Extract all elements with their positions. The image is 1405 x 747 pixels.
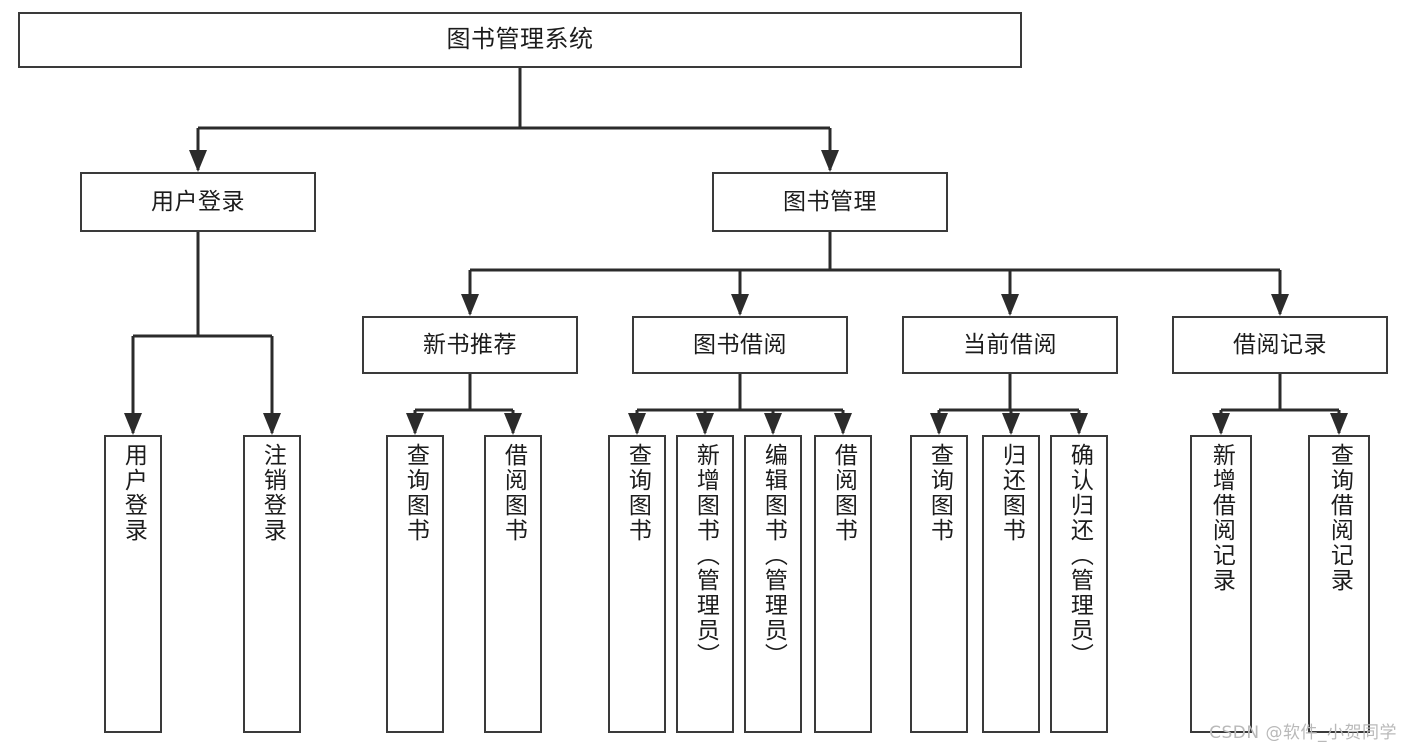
arrowhead-l-bb1	[504, 413, 522, 435]
node-label: 用户登录	[120, 443, 147, 543]
node-l-addrec[interactable]: 新增借阅记录	[1190, 435, 1252, 733]
node-l-addbook[interactable]: 新增图书（管理员）	[676, 435, 734, 733]
node-l-confirm[interactable]: 确认归还（管理员）	[1050, 435, 1108, 733]
node-label: 图书管理	[783, 188, 877, 215]
arrowhead-records	[1271, 294, 1289, 316]
node-l-qb3[interactable]: 查询图书	[910, 435, 968, 733]
arrowhead-current	[1001, 294, 1019, 316]
node-label: 新增借阅记录	[1208, 443, 1235, 593]
node-label: 当前借阅	[963, 331, 1057, 358]
arrowhead-l-qb1	[406, 413, 424, 435]
arrowhead-l-addbook	[696, 413, 714, 435]
node-label: 新书推荐	[423, 331, 517, 358]
node-bookmgmt[interactable]: 图书管理	[712, 172, 948, 232]
node-label: 用户登录	[151, 188, 245, 215]
node-l-editbook[interactable]: 编辑图书（管理员）	[744, 435, 802, 733]
node-label: 借阅图书	[500, 443, 527, 543]
arrowhead-l-return	[1002, 413, 1020, 435]
node-label: 借阅记录	[1233, 331, 1327, 358]
arrowhead-l-logout	[263, 413, 281, 435]
arrowhead-l-qrec	[1330, 413, 1348, 435]
node-l-bb1[interactable]: 借阅图书	[484, 435, 542, 733]
node-l-login[interactable]: 用户登录	[104, 435, 162, 733]
arrowhead-borrow	[731, 294, 749, 316]
arrowhead-l-qb2	[628, 413, 646, 435]
node-label: 新增图书（管理员）	[692, 443, 719, 668]
arrowhead-l-login	[124, 413, 142, 435]
arrowhead-l-qb3	[930, 413, 948, 435]
node-borrow[interactable]: 图书借阅	[632, 316, 848, 374]
node-label: 图书管理系统	[446, 25, 594, 54]
node-l-return[interactable]: 归还图书	[982, 435, 1040, 733]
node-label: 编辑图书（管理员）	[760, 443, 787, 668]
node-l-qb2[interactable]: 查询图书	[608, 435, 666, 733]
node-l-qb1[interactable]: 查询图书	[386, 435, 444, 733]
node-records[interactable]: 借阅记录	[1172, 316, 1388, 374]
node-label: 查询借阅记录	[1326, 443, 1353, 593]
node-label: 查询图书	[926, 443, 953, 543]
node-login[interactable]: 用户登录	[80, 172, 316, 232]
node-l-logout[interactable]: 注销登录	[243, 435, 301, 733]
node-l-bb2[interactable]: 借阅图书	[814, 435, 872, 733]
arrowhead-login	[189, 150, 207, 172]
node-label: 图书借阅	[693, 331, 787, 358]
arrowhead-l-editbook	[764, 413, 782, 435]
node-label: 查询图书	[624, 443, 651, 543]
node-label: 借阅图书	[830, 443, 857, 543]
arrowhead-l-bb2	[834, 413, 852, 435]
arrowhead-bookmgmt	[821, 150, 839, 172]
node-label: 查询图书	[402, 443, 429, 543]
arrowhead-l-addrec	[1212, 413, 1230, 435]
node-current[interactable]: 当前借阅	[902, 316, 1118, 374]
watermark-text: CSDN @软件_小贺同学	[1209, 723, 1397, 743]
node-l-qrec[interactable]: 查询借阅记录	[1308, 435, 1370, 733]
node-label: 注销登录	[259, 443, 286, 543]
arrowhead-newbook	[461, 294, 479, 316]
node-newbook[interactable]: 新书推荐	[362, 316, 578, 374]
arrowhead-l-confirm	[1070, 413, 1088, 435]
node-label: 归还图书	[998, 443, 1025, 543]
node-label: 确认归还（管理员）	[1066, 443, 1093, 668]
node-root[interactable]: 图书管理系统	[18, 12, 1022, 68]
